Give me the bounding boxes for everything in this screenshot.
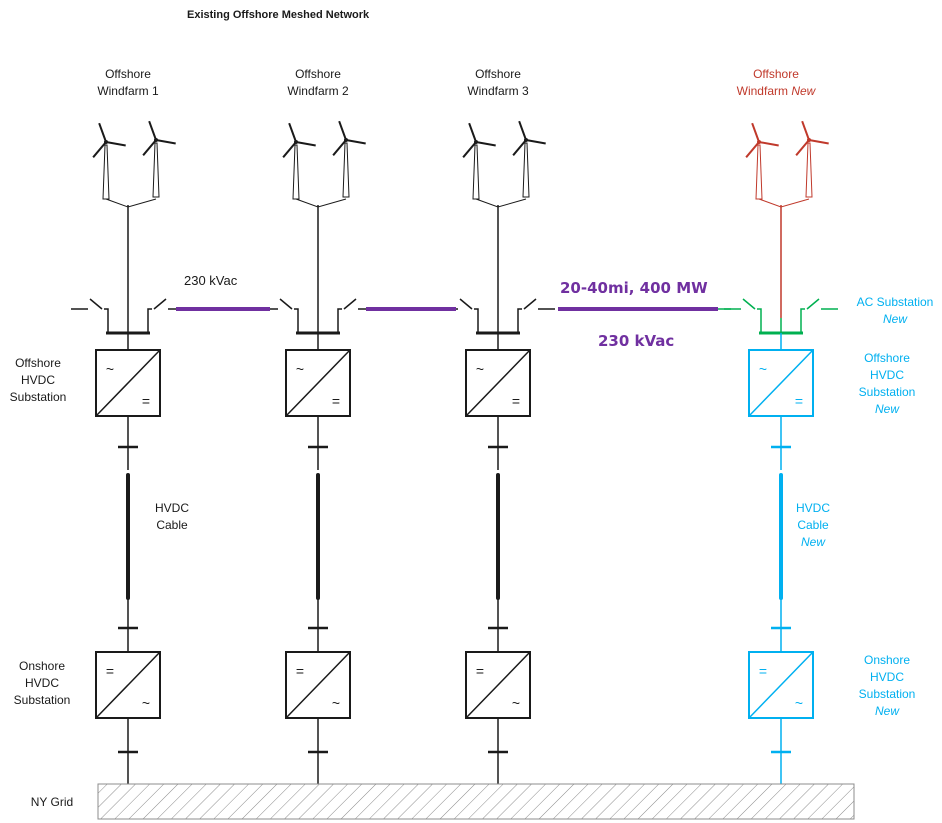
svg-text:=: = (142, 393, 150, 409)
svg-text:=: = (759, 663, 767, 679)
svg-text:Onshore: Onshore (19, 659, 65, 673)
svg-text:Windfarm 1: Windfarm 1 (97, 84, 159, 98)
svg-text:=: = (332, 393, 340, 409)
windfarm-new-onshore-converter: =~ (748, 651, 814, 719)
offshore-substation-new-label: Offshore HVDC Substation New (859, 351, 916, 416)
svg-text:Substation: Substation (10, 390, 67, 404)
svg-text:~: ~ (296, 361, 304, 377)
collector-line (105, 198, 157, 208)
svg-text:Offshore: Offshore (864, 351, 910, 365)
windfarm-3-offshore-converter: ~= (465, 349, 531, 417)
converters-group: ~==~~==~~==~~==~ (95, 333, 814, 784)
collector-line (295, 198, 347, 208)
svg-text:=: = (296, 663, 304, 679)
hvdc-cable-new-label: HVDC Cable New (796, 501, 830, 549)
wind-turbine-icon (745, 122, 779, 200)
svg-text:Offshore: Offshore (15, 356, 61, 370)
svg-text:Offshore: Offshore (295, 67, 341, 81)
wind-turbine-icon (332, 120, 366, 198)
wind-turbine-icon (92, 122, 126, 200)
switchgear-group (71, 298, 838, 335)
collector-line (475, 198, 527, 208)
windfarm-1-offshore-converter: ~= (95, 349, 161, 417)
wind-turbine-icon (462, 122, 496, 200)
svg-text:Offshore: Offshore (105, 67, 151, 81)
svg-text:~: ~ (476, 361, 484, 377)
windfarm-label-3: Offshore Windfarm 3 (467, 67, 529, 98)
wind-turbine-icon (142, 120, 176, 198)
svg-text:Offshore: Offshore (475, 67, 521, 81)
svg-text:HVDC: HVDC (21, 373, 55, 387)
svg-text:HVDC: HVDC (155, 501, 189, 515)
windfarm-1-onshore-converter: =~ (95, 651, 161, 719)
svg-text:Offshore: Offshore (753, 67, 799, 81)
svg-text:HVDC: HVDC (25, 676, 59, 690)
svg-text:HVDC: HVDC (870, 670, 904, 684)
svg-text:Substation: Substation (859, 385, 916, 399)
diagram-title: Existing Offshore Meshed Network (187, 9, 370, 21)
windfarm-2-onshore-converter: =~ (285, 651, 351, 719)
svg-text:~: ~ (759, 361, 767, 377)
svg-text:HVDC: HVDC (796, 501, 830, 515)
svg-text:~: ~ (512, 695, 520, 711)
ny-grid-bar (97, 783, 855, 820)
windfarm-label-1: Offshore Windfarm 1 (97, 67, 159, 98)
offshore-substation-label: Offshore HVDC Substation (10, 356, 67, 404)
onshore-substation-new-label: Onshore HVDC Substation New (859, 653, 916, 718)
ac-link-3-label-bottom: 230 kVac (598, 332, 674, 350)
svg-text:Cable: Cable (797, 518, 829, 532)
windfarm-label-2: Offshore Windfarm 2 (287, 67, 349, 98)
svg-text:Windfarm New: Windfarm New (737, 84, 817, 98)
svg-text:~: ~ (106, 361, 114, 377)
ny-grid-label: NY Grid (31, 795, 73, 809)
ac-substation-new-label: New (883, 312, 908, 326)
svg-text:HVDC: HVDC (870, 368, 904, 382)
onshore-substation-label: Onshore HVDC Substation (14, 659, 71, 707)
svg-text:Windfarm 2: Windfarm 2 (287, 84, 349, 98)
turbines-group (92, 120, 829, 208)
windfarm-3-onshore-converter: =~ (465, 651, 531, 719)
svg-text:~: ~ (332, 695, 340, 711)
svg-text:New: New (875, 402, 900, 416)
windfarm-new-offshore-converter: ~= (748, 349, 814, 417)
collector-line (758, 198, 810, 208)
svg-text:New: New (875, 704, 900, 718)
ac-substation-label: AC Substation (857, 295, 934, 309)
ac-link-3-label-top: 20-40mi, 400 MW (560, 279, 708, 297)
svg-text:Substation: Substation (859, 687, 916, 701)
hvdc-cable-label: HVDC Cable (155, 501, 189, 532)
svg-text:Onshore: Onshore (864, 653, 910, 667)
svg-text:=: = (795, 393, 803, 409)
ac-link-1-label: 230 kVac (184, 273, 238, 288)
wind-turbine-icon (795, 120, 829, 198)
windfarm-label-new: Offshore Windfarm New (737, 67, 817, 98)
svg-text:=: = (512, 393, 520, 409)
svg-text:~: ~ (795, 695, 803, 711)
svg-text:Substation: Substation (14, 693, 71, 707)
wind-turbine-icon (282, 122, 316, 200)
svg-text:=: = (106, 663, 114, 679)
svg-text:New: New (801, 535, 826, 549)
svg-text:~: ~ (142, 695, 150, 711)
svg-text:Cable: Cable (156, 518, 188, 532)
svg-text:=: = (476, 663, 484, 679)
windfarm-2-offshore-converter: ~= (285, 349, 351, 417)
svg-text:Windfarm 3: Windfarm 3 (467, 84, 529, 98)
wind-turbine-icon (512, 120, 546, 198)
